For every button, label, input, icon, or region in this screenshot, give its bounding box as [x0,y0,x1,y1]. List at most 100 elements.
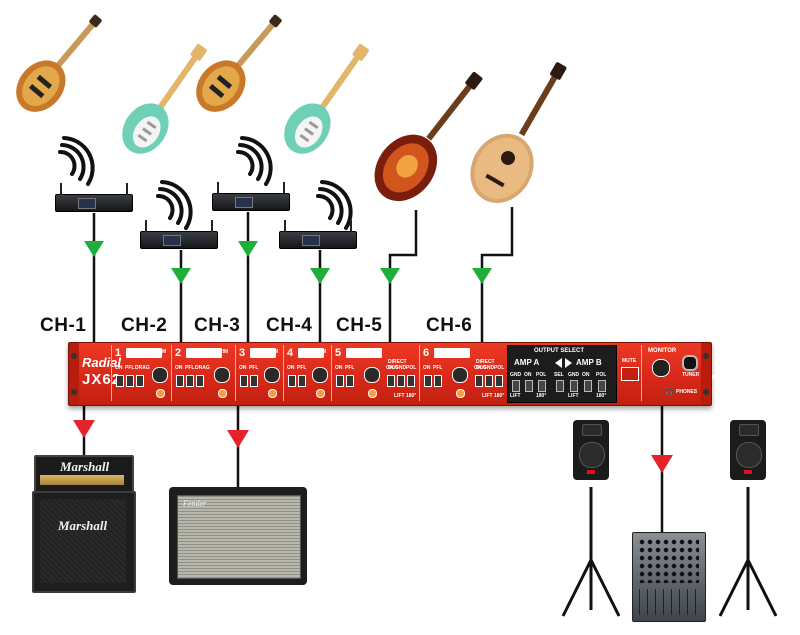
polarity-switch[interactable] [495,375,503,387]
switch-label-pfl: PFL [125,365,135,371]
amp-a-on-switch[interactable] [525,380,533,392]
channel-number: 1 [115,347,122,359]
electric-guitar-icon [284,43,369,154]
rack-ear-right [701,343,711,405]
arrow-right-icon [565,358,572,368]
trim-knob[interactable] [452,367,468,383]
channel-number: 3 [239,347,246,359]
switch-label-on: ON [239,365,247,371]
radial-jx62-switcher: Radial JX62 1 TRIM ON PFL DRAG 2 TRIM ON… [68,342,738,406]
direct-on-switch[interactable] [387,375,395,387]
device-tagline: 6X2 ABY GUITAR SWITCHER [704,361,746,382]
phones-label: PHONES [676,389,698,395]
tuner-jack[interactable] [682,355,698,371]
switch-label-pol: POL [536,372,547,378]
amp-b-pol-switch[interactable] [598,380,606,392]
wireless-signal-icon [58,136,95,186]
amp-select-switch[interactable] [556,380,564,392]
switch-label-pfl: PFL [249,365,259,371]
switch-label-pfl: PFL [297,365,307,371]
pfl-switch[interactable] [250,375,258,387]
channel-label-1: CH-1 [40,315,87,336]
wireless-signal-icon [156,180,193,230]
pfl-switch[interactable] [126,375,134,387]
monitor-label: MONITOR [648,348,677,354]
output-arrow-amp-a [73,420,95,438]
trim-knob[interactable] [214,367,230,383]
drag-switch[interactable] [136,375,144,387]
trim-label: TRIM [266,349,279,355]
electric-guitar-icon [16,14,102,112]
trim-knob[interactable] [264,367,280,383]
output-select-title: OUTPUT SELECT [534,348,585,354]
output-arrow-monitor [651,455,673,473]
input-arrow-ch1 [84,241,104,257]
on-switch[interactable] [336,375,344,387]
input-arrow-ch3 [238,241,258,257]
on-switch[interactable] [424,375,432,387]
direct-out-label: DIRECT OUT [476,359,495,371]
monitor-level-knob[interactable] [652,359,670,377]
switch-label-lift: LIFT [510,393,521,399]
pa-speaker-icon [730,420,766,480]
switch-label-sel: SEL [554,372,564,378]
switch-label-on: ON [287,365,295,371]
channel-led [156,389,165,398]
on-switch[interactable] [116,375,124,387]
input-arrow-ch6 [472,268,492,284]
switch-label-on: ON [474,365,482,371]
pfl-switch[interactable] [186,375,194,387]
direct-on-switch[interactable] [475,375,483,387]
trim-knob[interactable] [364,367,380,383]
on-switch[interactable] [288,375,296,387]
cabinet-grill [40,499,126,583]
amp-a-gnd-switch[interactable] [512,380,520,392]
switch-label-on: ON [582,372,590,378]
tagline-line-2: GUITAR [715,368,735,374]
pfl-switch[interactable] [346,375,354,387]
mute-button[interactable] [621,367,639,381]
channel-number: 5 [335,347,342,359]
tagline-line-1: 6X2 ABY [714,361,736,367]
amp-a-label: AMP A [514,358,540,367]
switch-label-gnd: GND [510,372,522,378]
switch-label-180: 180° [494,393,505,399]
trim-knob[interactable] [152,367,168,383]
headphones-icon: 🎧 [664,387,674,396]
amp-b-on-switch[interactable] [584,380,592,392]
electric-guitar-icon [122,43,207,154]
trim-knob[interactable] [312,367,328,383]
channel-label-5: CH-5 [336,315,383,336]
channel-section-5: 5 TRIM DIRECT OUT ON PFL ON GND POL LIFT… [331,345,418,401]
polarity-switch[interactable] [407,375,415,387]
rack-ear-left [69,343,79,405]
pa-speaker-icon [573,420,609,480]
switch-label-pol: POL [596,372,607,378]
switch-label-pol: POL [494,365,505,371]
switch-label-on: ON [386,365,394,371]
switch-label-180: 180° [596,393,607,399]
pfl-switch[interactable] [434,375,442,387]
wireless-signal-icon [236,136,273,186]
channel-label-2: CH-2 [121,315,168,336]
mixer-faders [639,589,699,615]
channel-section-2: 2 TRIM ON PFL DRAG [171,345,234,401]
channel-number: 6 [423,347,430,359]
amp-a-pol-switch[interactable] [538,380,546,392]
channel-number: 4 [287,347,294,359]
gnd-lift-switch[interactable] [485,375,493,387]
switch-label-gnd: GND [483,365,495,371]
drag-switch[interactable] [196,375,204,387]
amp-control-panel [40,475,124,485]
gnd-lift-switch[interactable] [397,375,405,387]
amp-b-gnd-switch[interactable] [570,380,578,392]
on-switch[interactable] [176,375,184,387]
on-switch[interactable] [240,375,248,387]
switch-label-on: ON [175,365,183,371]
switch-label-lift: LIFT [482,393,493,399]
monitor-panel: MONITOR TUNER 🎧 PHONES [641,345,702,401]
pfl-switch[interactable] [298,375,306,387]
switch-label-on: ON [335,365,343,371]
switch-label-on: ON [524,372,532,378]
